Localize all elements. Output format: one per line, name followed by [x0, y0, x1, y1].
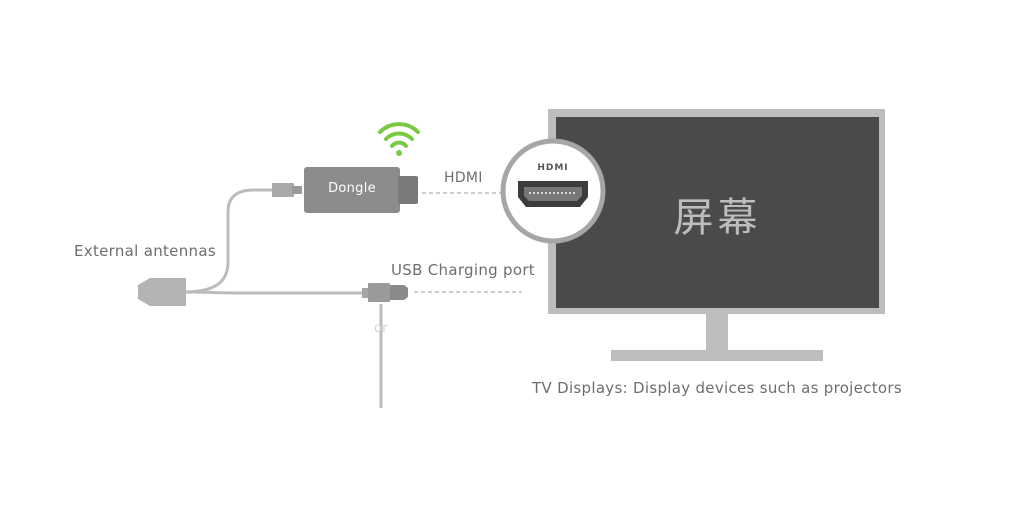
dashed-links	[414, 192, 522, 293]
usb-plug-tip	[390, 285, 408, 300]
dongle-input-plug-tip	[292, 186, 302, 194]
usb-charging-port-label: USB Charging port	[391, 261, 535, 279]
hdmi-port-icon	[500, 138, 606, 244]
tv-displays-label: TV Displays: Display devices such as pro…	[532, 379, 902, 397]
hdmi-port-label: HDMI	[537, 163, 569, 173]
tv	[548, 109, 885, 361]
hdmi-label: HDMI	[444, 170, 483, 186]
tv-screen	[556, 117, 879, 308]
dongle-hdmi-plug	[398, 176, 418, 204]
or-label: or	[374, 321, 388, 336]
usb-plug	[362, 283, 408, 302]
dongle-label: Dongle	[328, 181, 376, 196]
wifi-icon	[378, 122, 420, 156]
external-antenna-connector	[138, 278, 186, 306]
external-antennas-label: External antennas	[74, 242, 216, 260]
cables	[183, 188, 383, 408]
usb-plug-body	[368, 283, 390, 302]
tv-neck	[706, 314, 728, 352]
antenna-cable	[183, 188, 290, 294]
usb-plug-neck	[362, 288, 370, 298]
dongle-input-plug	[272, 183, 294, 197]
usb-cable	[183, 290, 367, 295]
screen-label: 屏幕	[673, 195, 762, 241]
dongle-body	[304, 167, 400, 213]
tv-stand	[611, 350, 823, 361]
